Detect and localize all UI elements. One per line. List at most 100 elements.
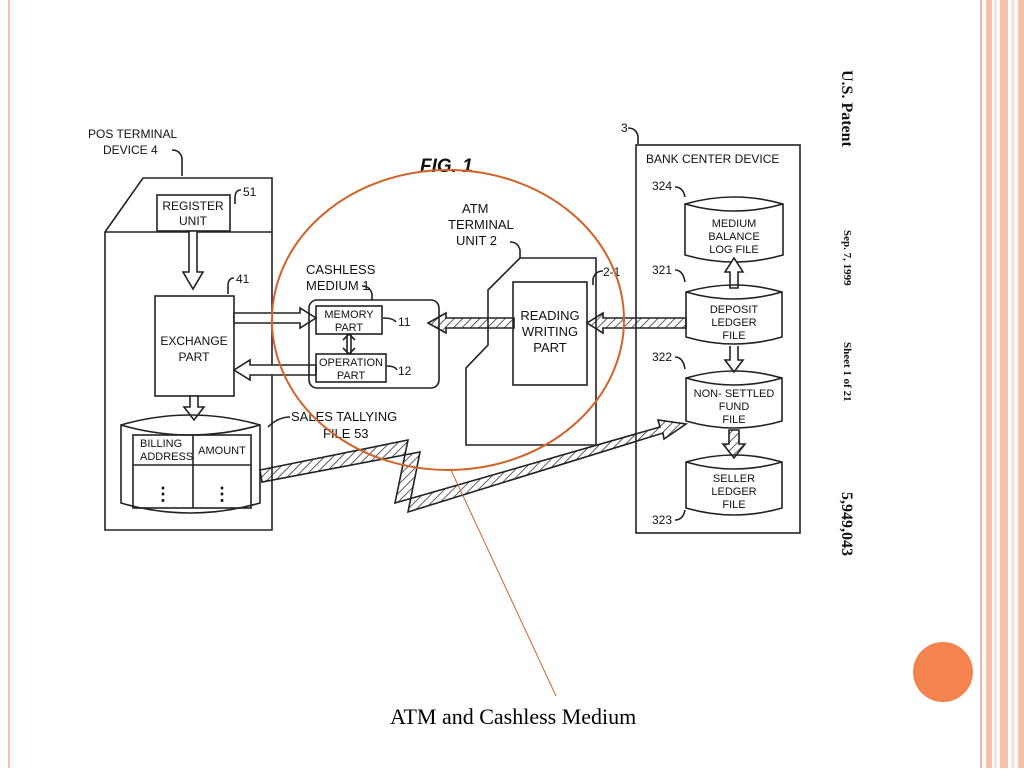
exchange-part-ref: 41: [236, 272, 250, 286]
left-border-line: [8, 0, 10, 768]
log-file-top-curve: [684, 203, 784, 212]
pos-device-leader: [171, 149, 183, 176]
deposit-file-l2: LEDGER: [711, 317, 756, 329]
seller-file-l3: FILE: [722, 499, 745, 511]
operation-part-l2: PART: [337, 370, 366, 382]
deposit-to-nonsettled-arrow: [723, 346, 745, 374]
caption: ATM and Cashless Medium: [390, 704, 637, 729]
operation-part-box: [315, 353, 387, 383]
operation-part-ref: 12: [398, 364, 412, 378]
right-border-stripes: [980, 0, 1024, 768]
deposit-file-cylinder: [685, 284, 783, 345]
atm-terminal-outline: [465, 257, 597, 446]
seller-file-l2: LEDGER: [711, 486, 756, 498]
nonsettled-file-l3: FILE: [722, 414, 745, 426]
reading-part-l2: WRITING: [522, 324, 578, 339]
accent-dot: [913, 642, 973, 702]
log-file-l1: MEDIUM: [712, 218, 757, 230]
deposit-file-l1: DEPOSIT: [710, 304, 759, 316]
nonsettled-to-seller-arrow: [721, 429, 747, 460]
memory-part-ref: 11: [398, 315, 411, 329]
billing-address-l1: BILLING: [140, 438, 182, 450]
log-file-l2: BALANCE: [708, 231, 759, 243]
sales-file-leader: [267, 416, 291, 428]
bank-ref-leader: [627, 127, 639, 144]
amount-dots: ⋮: [213, 484, 231, 504]
exchange-ref-leader: [227, 277, 235, 294]
exchange-part-l2: PART: [179, 350, 211, 364]
sales-table-box: [132, 434, 252, 509]
billing-address-l2: ADDRESS: [140, 451, 193, 463]
exchange-to-memory-arrow: [233, 306, 318, 330]
deposit-file-ref: 321: [652, 263, 672, 277]
log-file-cylinder: [684, 196, 784, 263]
fig-label: FIG. 1: [420, 156, 473, 177]
caption-pointer-line: [450, 469, 557, 697]
sales-file-label-l2: FILE 53: [323, 426, 369, 441]
atm-leader: [509, 241, 521, 258]
patent-sheet: Sheet 1 of 21: [841, 342, 853, 402]
seller-file-l1: SELLER: [713, 473, 755, 485]
nonsettled-ref-leader: [674, 356, 686, 370]
cashless-medium-leader: [361, 285, 373, 300]
log-ref-leader: [674, 186, 686, 198]
register-unit-l2: UNIT: [179, 214, 208, 228]
bank-ref: 3: [621, 121, 628, 135]
amount-header: AMOUNT: [198, 445, 246, 457]
memory-ref-leader: [382, 317, 397, 323]
nonsettled-file-top-curve: [685, 377, 783, 386]
register-unit-l1: REGISTER: [162, 199, 224, 213]
cashless-medium-l1: CASHLESS: [306, 262, 376, 277]
log-file-l3: LOG FILE: [709, 244, 759, 256]
sales-to-bank-zigzag: [259, 419, 689, 514]
log-file-ref: 324: [652, 179, 672, 193]
cashless-medium-l2: MEDIUM 1: [306, 278, 370, 293]
reading-part-l1: READING: [520, 308, 579, 323]
bank-center-box: [635, 144, 801, 534]
nonsettled-file-l2: FUND: [719, 401, 750, 413]
operation-part-l1: OPERATION: [319, 357, 383, 369]
memory-part-l2: PART: [335, 322, 364, 334]
register-ref-leader: [234, 189, 242, 204]
nonsettled-file-cylinder: [685, 370, 783, 429]
reading-ref-leader: [592, 270, 604, 285]
highlight-ellipse: [271, 169, 625, 471]
bank-title: BANK CENTER DEVICE: [646, 152, 779, 166]
register-unit-ref: 51: [243, 185, 257, 199]
deposit-file-l3: FILE: [722, 330, 745, 342]
patent-date: Sep. 7, 1999: [841, 230, 853, 286]
right-stripes-svg: [980, 0, 1024, 768]
seller-file-cylinder: [685, 454, 783, 516]
deposit-file-top-curve: [685, 291, 783, 300]
nonsettled-file-ref: 322: [652, 350, 672, 364]
reading-writing-box: [512, 281, 588, 386]
atm-label-l2: TERMINAL: [448, 217, 514, 232]
register-to-exchange-arrow: [181, 230, 205, 291]
exchange-to-sales-arrow: [182, 395, 206, 422]
billing-dots: ⋮: [154, 484, 172, 504]
patent-number: 5,949,043: [838, 492, 855, 556]
seller-file-top-curve: [685, 461, 783, 470]
rw-to-cashless-arrow: [426, 311, 515, 335]
atm-label-l1: ATM: [462, 201, 488, 216]
reading-part-l3: PART: [533, 340, 567, 355]
pos-device-label-l2: DEVICE 4: [103, 143, 158, 157]
memory-operation-link: [342, 332, 356, 356]
deposit-ref-leader: [674, 269, 686, 283]
sales-file-cylinder: [120, 414, 261, 514]
atm-label-l3: UNIT 2: [456, 233, 497, 248]
patent-title: U.S. Patent: [838, 70, 855, 148]
nonsettled-file-l1: NON- SETTLED: [694, 388, 775, 400]
cashless-medium-card: [308, 299, 440, 389]
seller-ref-leader: [674, 509, 686, 521]
exchange-part-l1: EXCHANGE: [160, 334, 227, 348]
pos-terminal-outline: [104, 177, 273, 531]
sales-file-top-curve: [120, 424, 261, 436]
operation-ref-leader: [386, 365, 398, 371]
seller-file-ref: 323: [652, 513, 672, 527]
operation-to-exchange-arrow: [232, 358, 317, 382]
patent-side-header: U.S. Patent Sep. 7, 1999 Sheet 1 of 21 5…: [838, 70, 855, 556]
pos-device-label-l1: POS TERMINAL: [88, 127, 177, 141]
memory-part-l1: MEMORY: [324, 309, 374, 321]
